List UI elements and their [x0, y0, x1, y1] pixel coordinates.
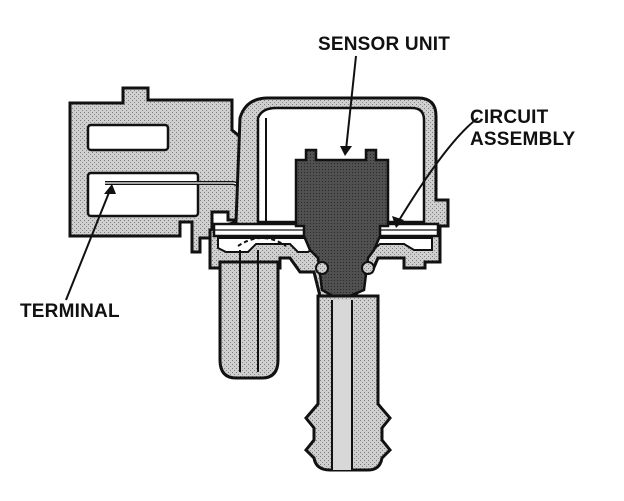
arrow-circuit-assembly [392, 216, 404, 228]
label-circuit: CIRCUIT [470, 107, 549, 128]
leader-terminal [65, 189, 111, 301]
label-assembly: ASSEMBLY [470, 129, 576, 150]
sensor-unit-block [294, 148, 390, 302]
vent-tube [218, 260, 280, 380]
arrow-terminal [104, 184, 116, 194]
label-terminal: TERMINAL [20, 301, 120, 322]
connector-slot-upper [86, 123, 170, 152]
leader-circuit-assembly [397, 117, 479, 223]
label-sensor-unit: SENSOR UNIT [318, 34, 451, 55]
connector-slot-lower [86, 171, 200, 218]
leader-sensor-unit [345, 55, 357, 151]
arrow-sensor-unit [340, 146, 352, 156]
